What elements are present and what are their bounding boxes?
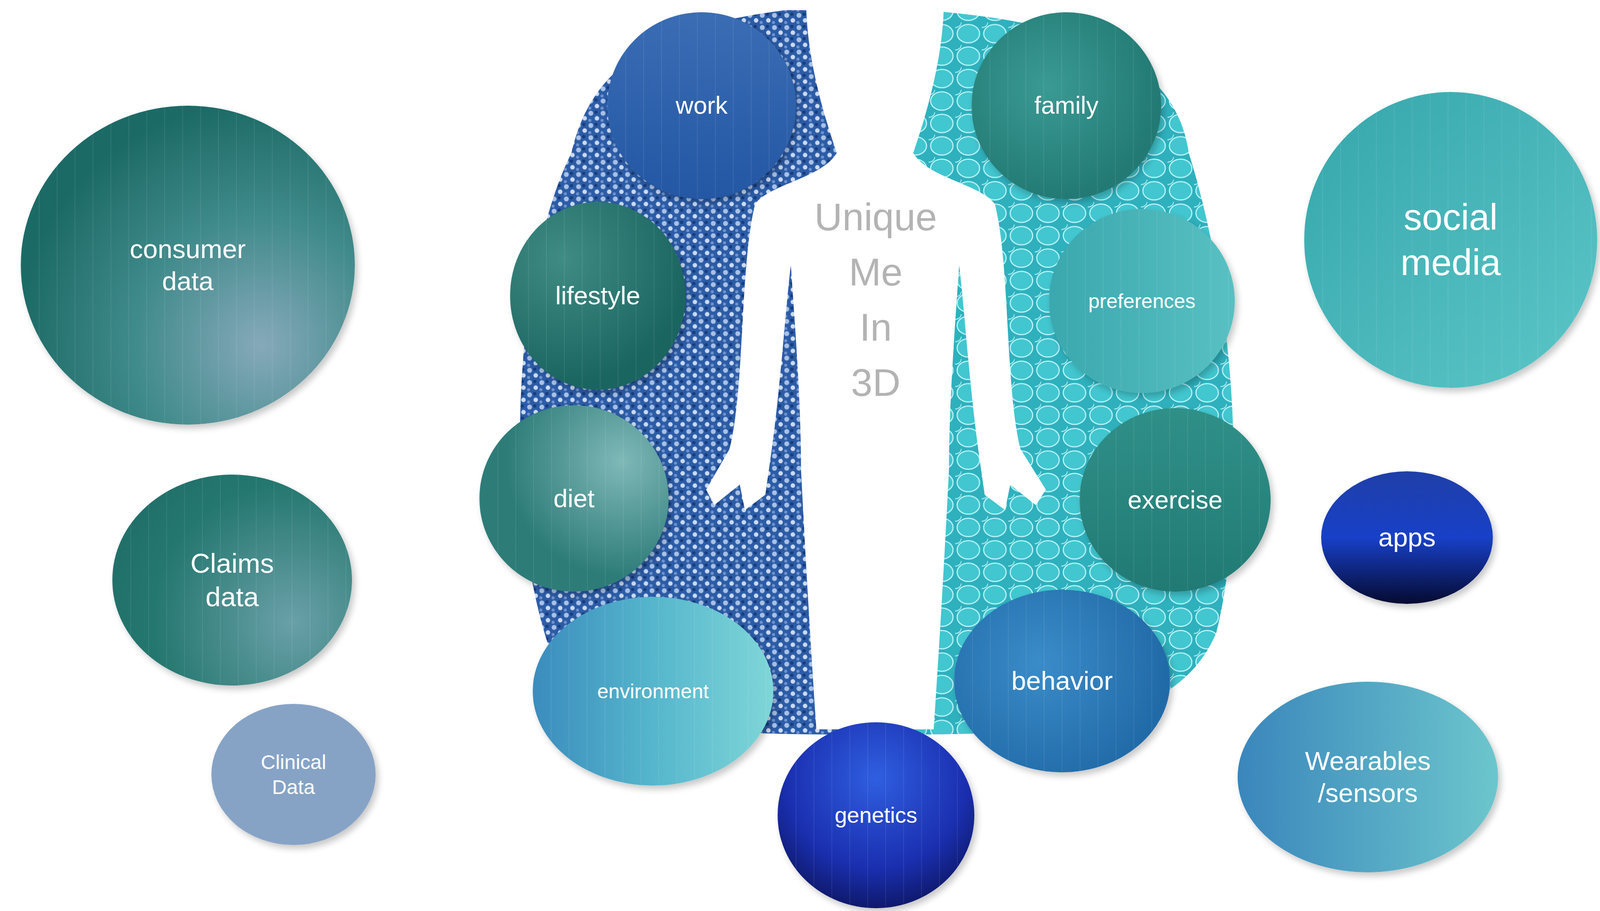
circle-label: diet bbox=[553, 483, 595, 515]
circle-label: lifestyle bbox=[555, 280, 641, 312]
data-circle: apps bbox=[1321, 471, 1493, 604]
circle-label: social media bbox=[1400, 194, 1501, 285]
data-circle: social media bbox=[1304, 92, 1598, 388]
data-circle: genetics bbox=[777, 722, 975, 909]
data-circle: exercise bbox=[1079, 408, 1271, 592]
circle-label: exercise bbox=[1127, 484, 1223, 516]
data-circle: preferences bbox=[1048, 209, 1235, 394]
circle-label: Clinical Data bbox=[260, 749, 327, 800]
circle-label: genetics bbox=[834, 801, 918, 829]
data-circle: consumer data bbox=[20, 105, 355, 425]
circle-label: Claims data bbox=[190, 546, 274, 614]
data-circle: environment bbox=[532, 596, 774, 786]
data-circle: Wearables /sensors bbox=[1237, 681, 1499, 873]
circle-label: environment bbox=[597, 678, 710, 704]
circle-label: behavior bbox=[1011, 664, 1114, 697]
data-circle: diet bbox=[479, 405, 669, 592]
data-circle: lifestyle bbox=[510, 201, 686, 390]
circle-label: family bbox=[1034, 90, 1099, 121]
circle-label: Wearables /sensors bbox=[1305, 745, 1432, 810]
data-circle: work bbox=[607, 12, 796, 200]
data-circle: Claims data bbox=[112, 474, 352, 686]
circle-label: preferences bbox=[1088, 288, 1196, 314]
data-circle: behavior bbox=[954, 589, 1171, 773]
circle-label: work bbox=[675, 90, 728, 121]
body-title: Unique Me In 3D bbox=[800, 189, 952, 411]
data-circle: family bbox=[971, 12, 1162, 200]
circle-label: apps bbox=[1378, 521, 1436, 554]
body-label: Unique Me In 3D bbox=[795, 188, 956, 411]
data-circle: Clinical Data bbox=[211, 703, 376, 846]
circle-label: consumer data bbox=[129, 233, 246, 298]
